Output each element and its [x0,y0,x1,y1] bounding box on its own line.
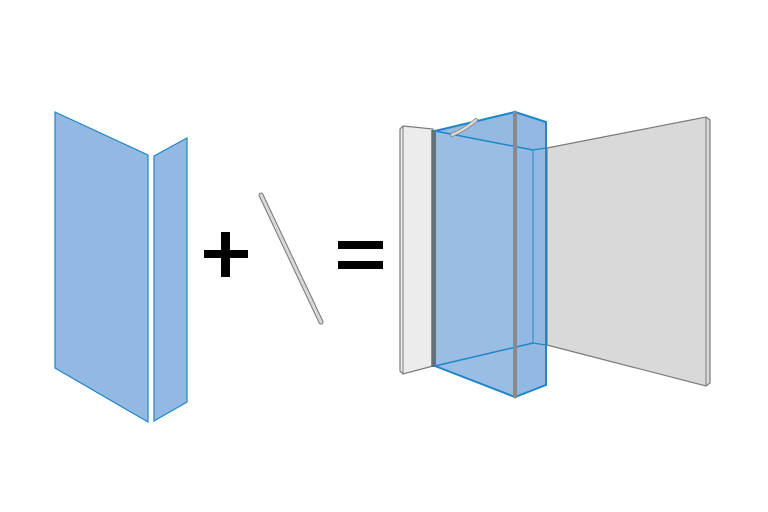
equals-sign [338,241,383,269]
right-wall [546,116,711,387]
glass-panel-pair [54,111,188,424]
plus-sign [204,232,248,277]
glass-front-panel [434,110,516,399]
glass-side-panel [514,110,547,399]
glass-panel-small [153,136,188,423]
glass-panel-large [54,111,149,424]
assembled-shower-enclosure [399,110,711,399]
left-wall [399,125,434,375]
support-rod [258,192,324,325]
